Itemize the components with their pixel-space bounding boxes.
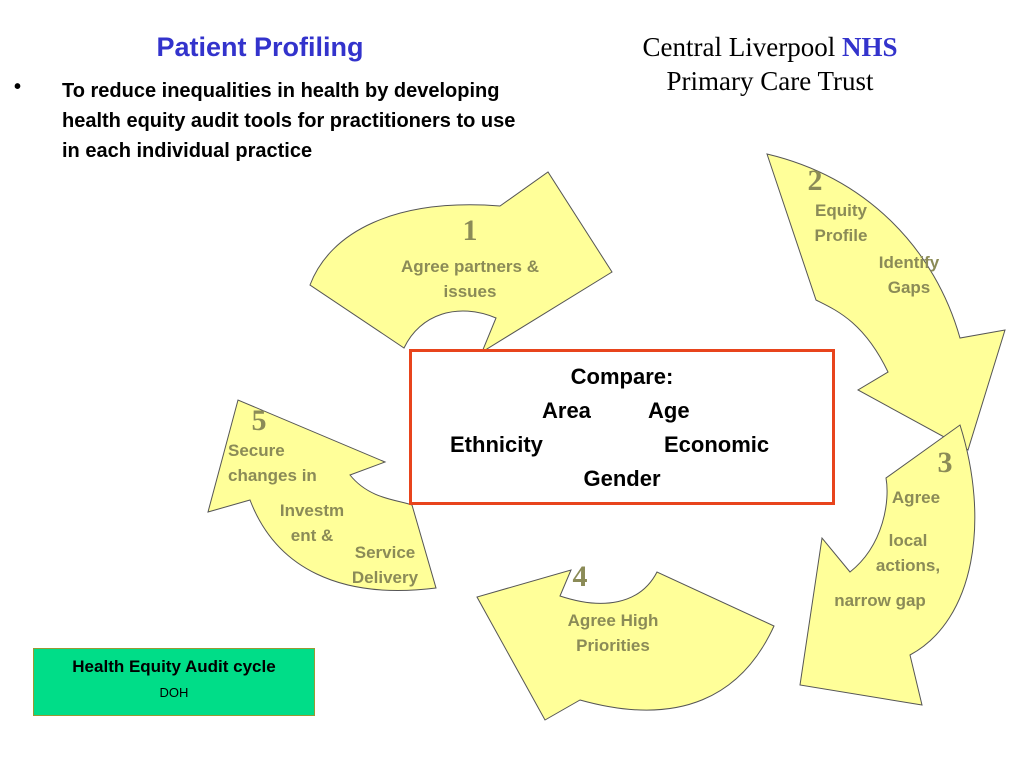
nhs-logo-text: NHS	[841, 32, 898, 62]
hea-source: DOH	[159, 685, 189, 700]
arrow-3-shape	[799, 424, 976, 706]
step-5-label-a: Secure changes in	[228, 441, 317, 485]
page-title: Patient Profiling	[156, 32, 364, 62]
compare-economic: Economic	[664, 432, 770, 457]
arrow-4-shape	[476, 569, 775, 721]
compare-box: Compare: Area Age Ethnicity Economic Gen…	[409, 349, 835, 505]
organisation-name: Central Liverpool NHS Primary Care Trust	[580, 30, 960, 98]
step-1-label: Agree partners & issues	[401, 257, 539, 301]
health-equity-audit-label: Health Equity Audit cycle DOH	[33, 648, 315, 716]
org-line1: Central Liverpool	[642, 32, 836, 62]
objective-text: To reduce inequalities in health by deve…	[62, 80, 516, 162]
step-2-label-b: Identify Gaps	[878, 253, 940, 297]
step-4-label: Agree High Priorities	[567, 611, 659, 655]
step-4-number: 4	[572, 560, 588, 593]
bullet-marker: •	[14, 76, 22, 98]
step-2-number: 2	[807, 164, 823, 197]
hea-title: Health Equity Audit cycle	[72, 657, 276, 676]
step-2-label-a: Equity Profile	[814, 201, 868, 245]
org-line2: Primary Care Trust	[666, 66, 874, 96]
compare-area: Area	[542, 398, 591, 423]
step-3-number: 3	[937, 446, 953, 479]
compare-age: Age	[648, 398, 690, 423]
arrow-1-shape	[309, 171, 613, 354]
step-1-number: 1	[462, 214, 478, 247]
step-3-label-c: narrow gap	[834, 591, 926, 610]
step-3-label-a: Agree	[891, 488, 941, 507]
step-5-number: 5	[251, 404, 267, 437]
arrow-2-shape	[766, 153, 1006, 451]
compare-gender: Gender	[583, 466, 661, 491]
compare-heading: Compare:	[570, 364, 674, 389]
step-5-label-c: Service Delivery	[351, 543, 419, 587]
step-5-label-b: Investm ent &	[279, 501, 345, 545]
compare-ethnicity: Ethnicity	[450, 432, 543, 457]
arrow-5-shape	[207, 399, 437, 591]
step-3-label-b: local actions,	[875, 531, 941, 575]
